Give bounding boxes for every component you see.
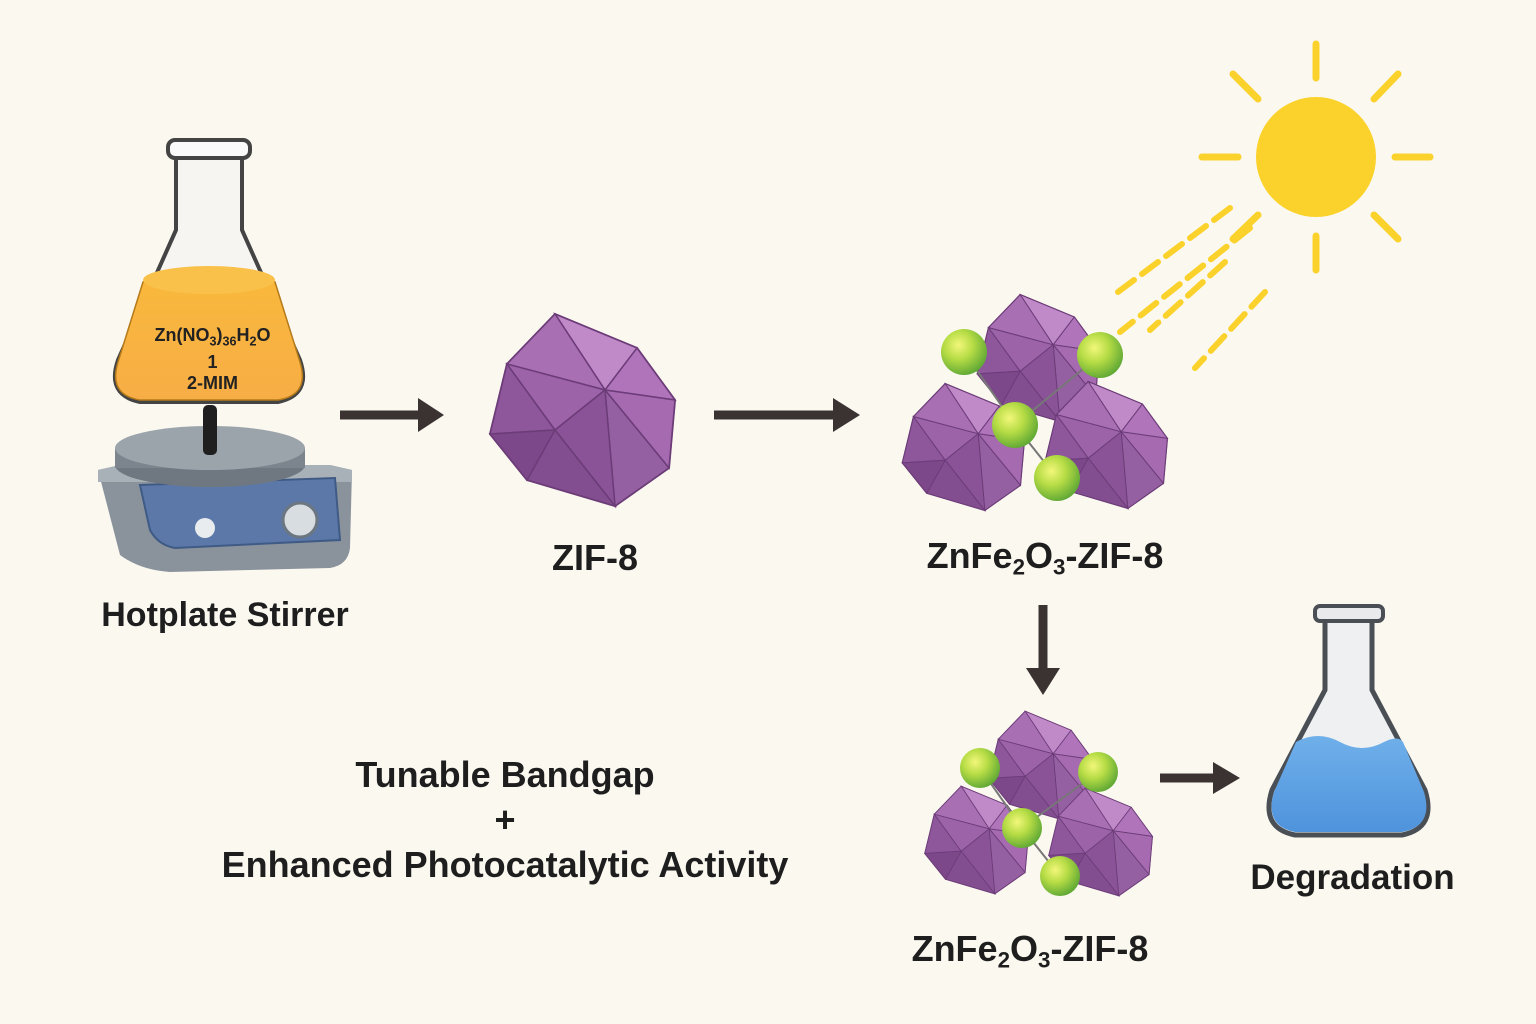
- nanoparticle: [960, 748, 1000, 788]
- flask-rim: [1313, 604, 1385, 623]
- nanoparticle: [992, 402, 1038, 448]
- flask-rim: [166, 138, 252, 160]
- degradation-flask: [1266, 604, 1431, 838]
- nanoparticle: [1077, 332, 1123, 378]
- zif8-crystal: [489, 313, 676, 507]
- nanoparticle: [1002, 808, 1042, 848]
- benefit-photocatalytic: Enhanced Photocatalytic Activity: [221, 844, 789, 885]
- sun-icon: [1198, 40, 1434, 274]
- flask-formula-label: Zn(NO3)36H2O 1 2-MIM: [140, 325, 285, 394]
- benefit-bandgap: Tunable Bandgap: [355, 754, 655, 795]
- light-rays: [1107, 205, 1268, 371]
- hotplate-label: Hotplate Stirrer: [101, 596, 349, 634]
- benefit-plus: +: [494, 799, 516, 840]
- composite-label-top: ZnFe2O3-ZIF-8: [926, 535, 1164, 580]
- composite-label-bottom: ZnFe2O3-ZIF-8: [911, 928, 1149, 973]
- composite-crystal-bottom: [924, 710, 1153, 897]
- composite-crystal-top: [901, 293, 1169, 512]
- arrows: [340, 398, 1240, 794]
- power-indicator: [195, 518, 215, 538]
- benefits-text: Tunable Bandgap + Enhanced Photocatalyti…: [175, 752, 835, 887]
- speed-knob[interactable]: [281, 501, 319, 539]
- hotplate-stirrer: [98, 405, 352, 572]
- flask-stand: [203, 405, 217, 455]
- blue-solution: [1271, 736, 1427, 832]
- formula-line-3: 2-MIM: [187, 373, 238, 394]
- nanoparticle: [1040, 856, 1080, 896]
- formula-line-1: Zn(NO3)36H2O: [154, 325, 271, 349]
- zif8-label: ZIF-8: [552, 537, 638, 578]
- degradation-label: Degradation: [1250, 858, 1455, 897]
- nanoparticle: [941, 329, 987, 375]
- nanoparticle: [1078, 752, 1118, 792]
- nanoparticle: [1034, 455, 1080, 501]
- formula-line-2: 1: [207, 352, 218, 373]
- reaction-flask: [112, 138, 306, 404]
